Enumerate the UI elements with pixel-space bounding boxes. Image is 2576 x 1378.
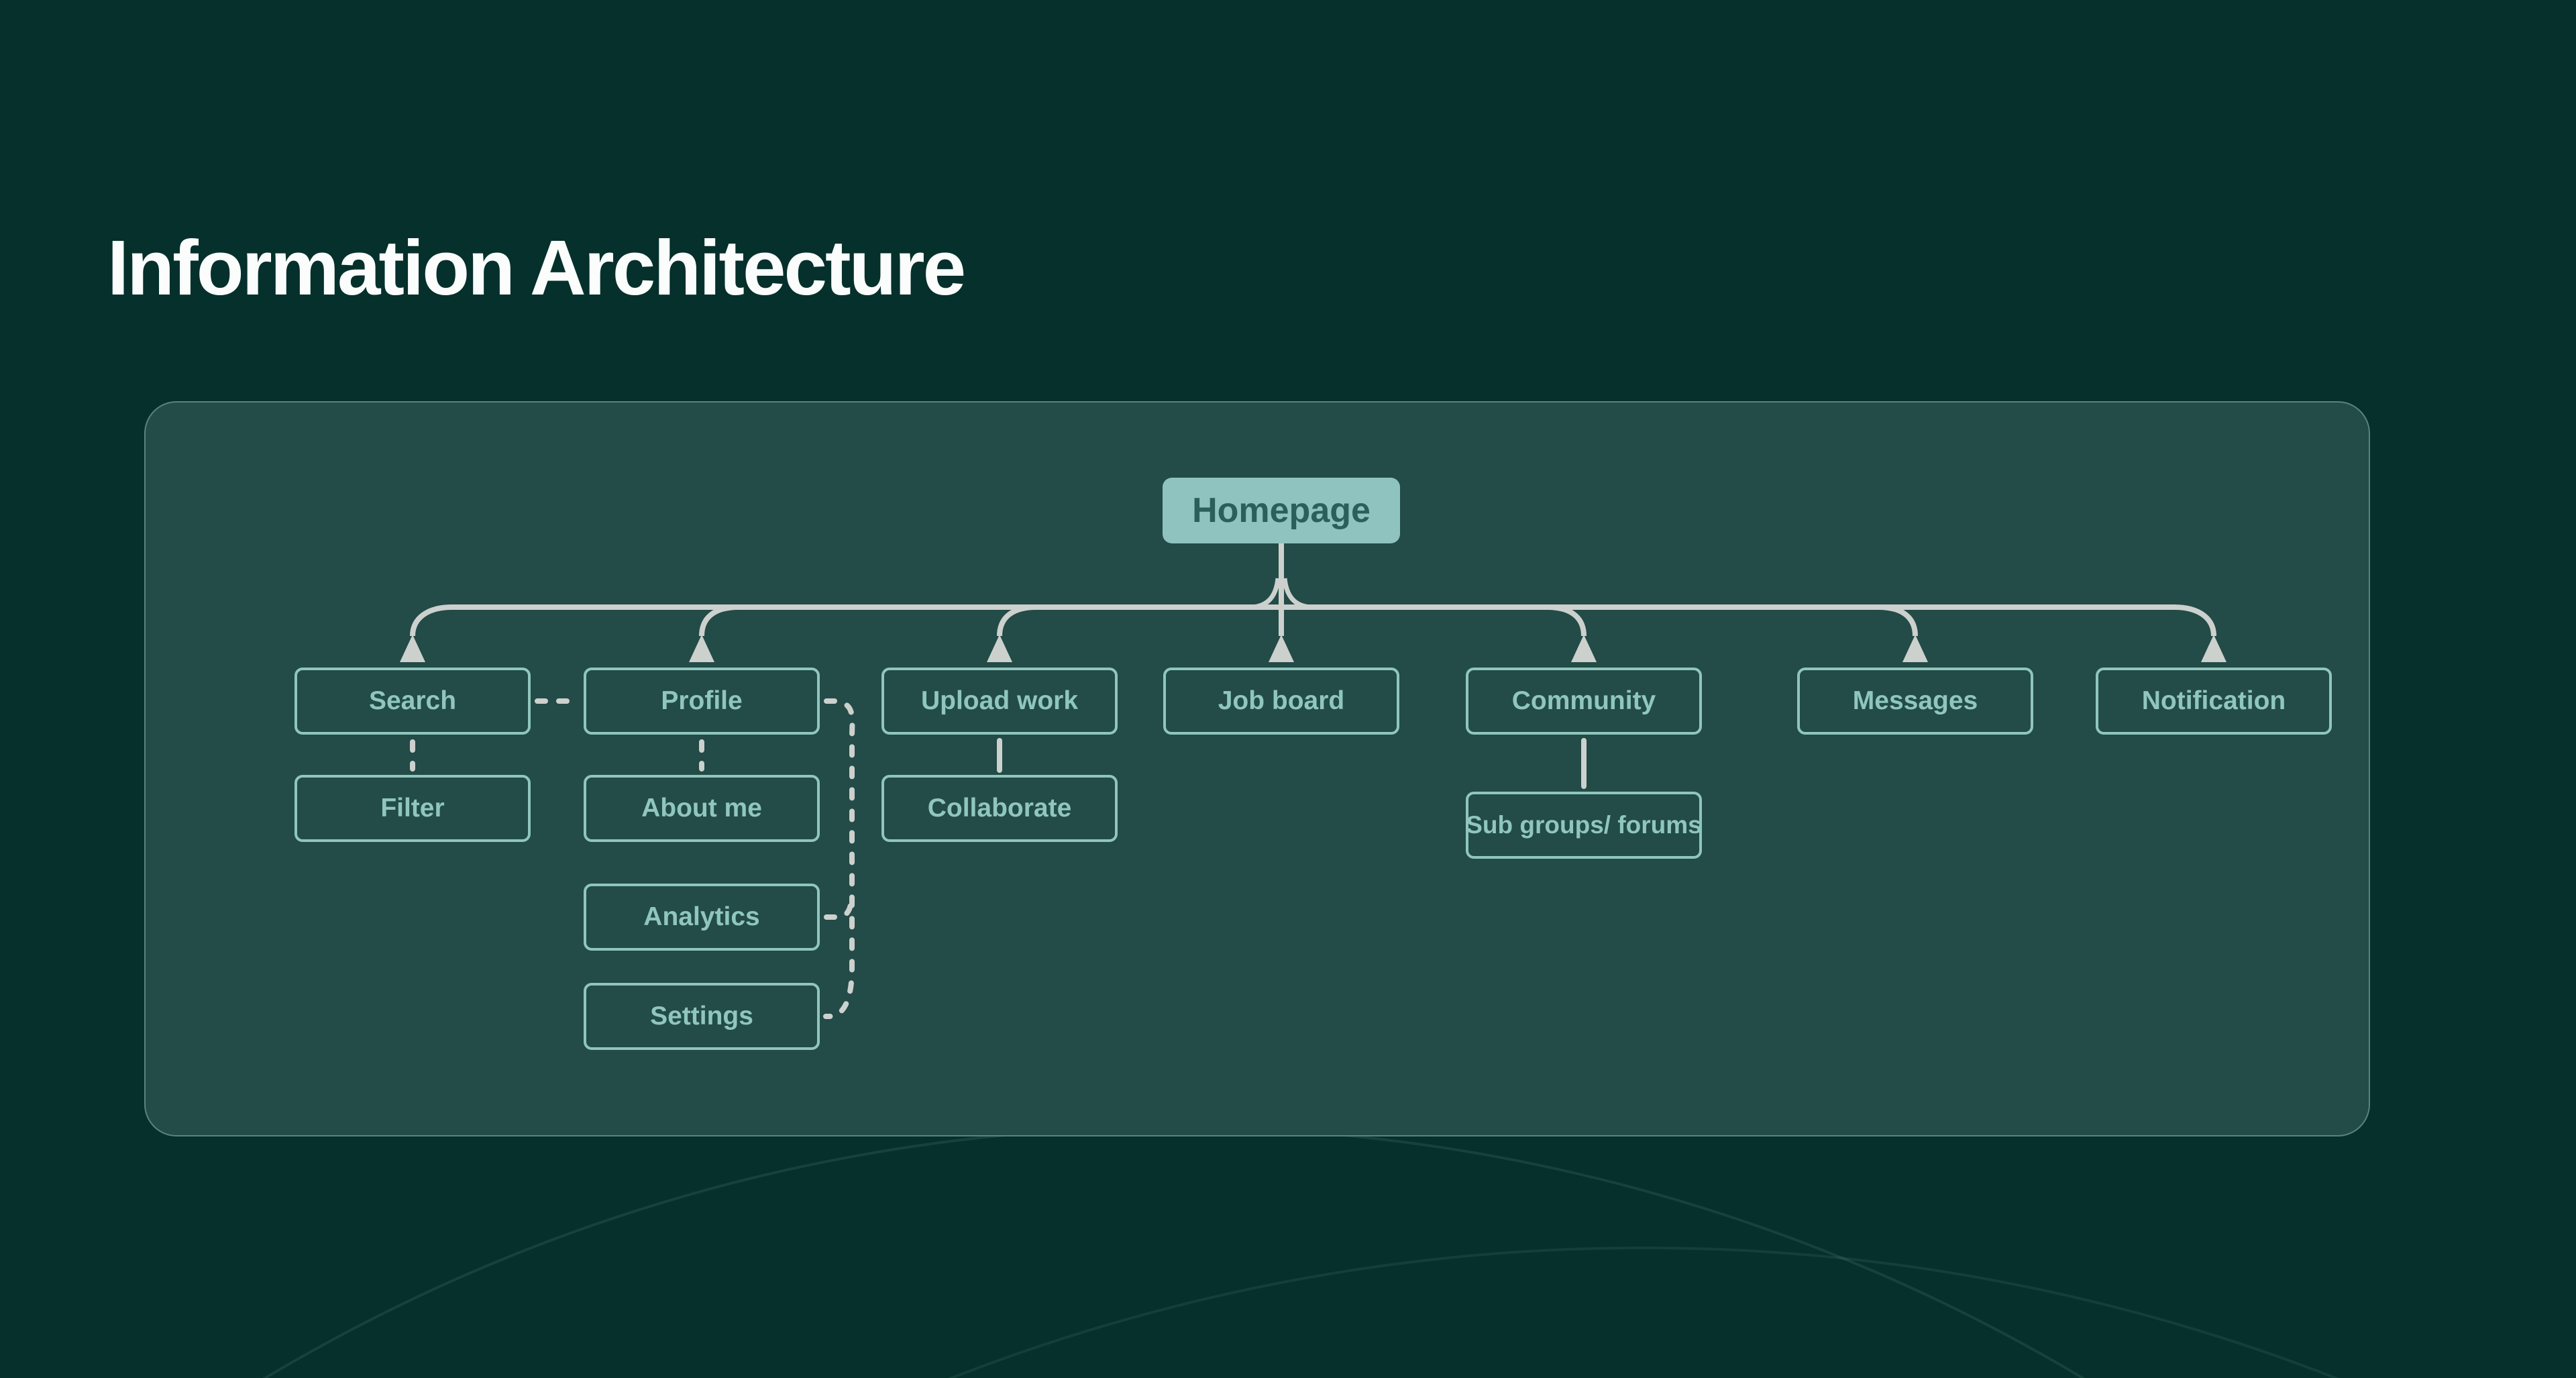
edge-profile-analytics	[824, 894, 855, 920]
node-about-me[interactable]: About me	[584, 775, 820, 842]
node-messages-label: Messages	[1852, 686, 1978, 715]
edge-drop-messages	[1878, 604, 1918, 637]
node-collaborate[interactable]: Collaborate	[881, 775, 1118, 842]
edge-drop-profile	[699, 604, 739, 637]
node-homepage-label: Homepage	[1192, 491, 1371, 530]
node-upload-work-label: Upload work	[920, 686, 1079, 715]
node-community[interactable]: Community	[1466, 668, 1702, 735]
node-sub-groups-forums-label: Sub groups/ forums	[1466, 811, 1702, 839]
node-notification-label: Notification	[2141, 686, 2286, 715]
node-sub-groups-forums[interactable]: Sub groups/ forums	[1466, 792, 1702, 859]
edge-rail	[410, 604, 2216, 637]
node-notification[interactable]: Notification	[2096, 668, 2332, 735]
node-homepage[interactable]: Homepage	[1163, 478, 1400, 543]
node-analytics[interactable]: Analytics	[584, 884, 820, 951]
junction-fillet-left	[1251, 578, 1281, 610]
node-job-board[interactable]: Job board	[1163, 668, 1399, 735]
edge-drop-upload	[997, 604, 1037, 637]
page-title: Information Architecture	[107, 224, 966, 311]
node-filter-label: Filter	[380, 794, 445, 823]
junction-fillet-right	[1282, 578, 1311, 610]
node-settings[interactable]: Settings	[584, 983, 820, 1050]
node-profile[interactable]: Profile	[584, 668, 820, 735]
node-collaborate-label: Collaborate	[927, 794, 1072, 823]
node-profile-label: Profile	[661, 686, 743, 715]
arrowheads	[400, 635, 2226, 662]
edge-profile-settings	[823, 698, 855, 1019]
node-community-label: Community	[1511, 686, 1656, 715]
node-about-me-label: About me	[641, 794, 762, 823]
node-upload-work[interactable]: Upload work	[881, 668, 1118, 735]
node-messages[interactable]: Messages	[1797, 668, 2033, 735]
node-analytics-label: Analytics	[643, 902, 760, 931]
node-settings-label: Settings	[650, 1002, 753, 1030]
node-search[interactable]: Search	[294, 668, 531, 735]
edge-drop-community	[1546, 604, 1587, 637]
node-search-label: Search	[368, 686, 457, 715]
node-filter[interactable]: Filter	[294, 775, 531, 842]
node-job-board-label: Job board	[1218, 686, 1345, 715]
